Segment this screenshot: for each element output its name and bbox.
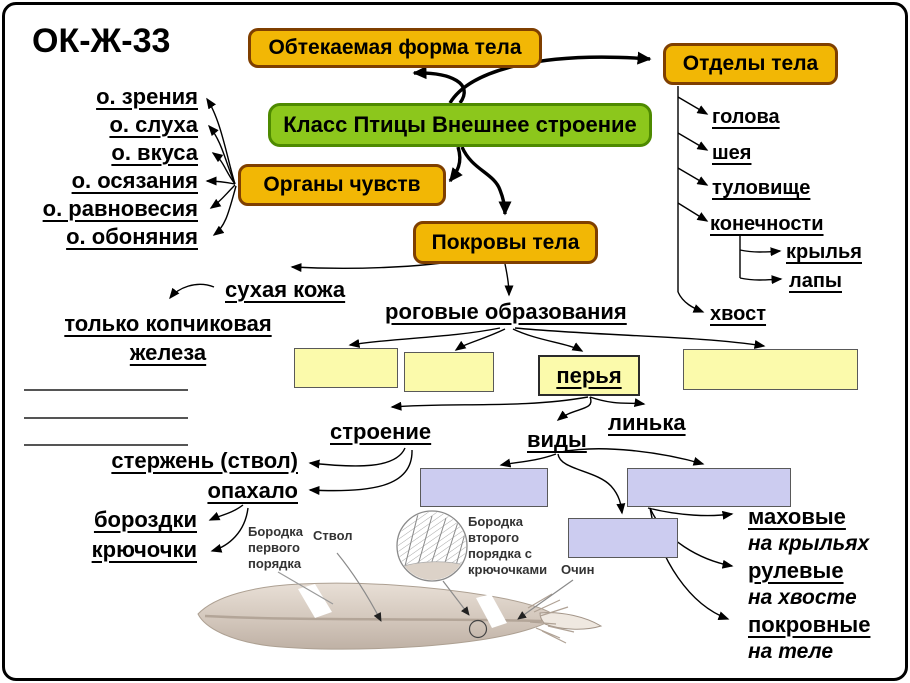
- body-part-torso: туловище: [712, 177, 811, 199]
- sense-organ-smell: о. обоняния: [66, 224, 198, 249]
- barb-inset-circle: [396, 510, 468, 582]
- feather-notch-left: [298, 584, 332, 618]
- blank-line-3: [24, 444, 188, 446]
- first-order-barb-label: Бородка первого порядка: [248, 524, 303, 571]
- page-title: ОК-Ж-33: [32, 22, 171, 60]
- pointer-quill: [517, 579, 574, 620]
- arrow-main-to-coverings: [460, 146, 512, 216]
- grooves-label: бороздки: [93, 507, 197, 532]
- horny-formation-box-1: [294, 348, 398, 388]
- blank-line-1: [24, 389, 188, 391]
- body-part-neck: шея: [712, 142, 752, 164]
- sense-organ-taste: о. вкуса: [111, 140, 198, 165]
- thin-arrows: [169, 86, 783, 620]
- node-body-coverings: Покровы тела: [413, 221, 598, 264]
- feather-tufts: [527, 593, 575, 644]
- dry-skin-label: сухая кожа: [225, 277, 346, 302]
- arrow-main-to-sense-organs: [448, 146, 463, 183]
- kinds-label: виды: [527, 427, 587, 452]
- flight-location-label: на крыльях: [748, 532, 870, 555]
- sense-organ-vision: о. зрения: [96, 84, 198, 109]
- covert-location-label: на теле: [748, 640, 833, 663]
- pointer-shaft: [336, 552, 382, 622]
- sense-organ-hearing: о. слуха: [109, 112, 198, 137]
- horny-formation-box-2: [404, 352, 494, 392]
- feather-detail-circle: [468, 619, 488, 639]
- molting-label: линька: [608, 410, 686, 435]
- feathers-box: перья: [538, 355, 640, 396]
- body-part-tail: хвост: [710, 303, 767, 325]
- sense-organ-touch: о. осязания: [71, 168, 198, 193]
- horny-formations-label: роговые образования: [385, 299, 627, 324]
- coccygeal-gland-label: только копчиковая железа: [64, 311, 272, 365]
- tail-feathers-label: рулевые: [748, 558, 844, 583]
- blank-line-2: [24, 417, 188, 419]
- vane-label: опахало: [207, 478, 298, 503]
- body-part-wings: крылья: [786, 241, 862, 263]
- feather-notch-right: [476, 594, 507, 628]
- hooklets-label: крючочки: [91, 537, 197, 562]
- feather-quill: [539, 612, 603, 630]
- flight-feathers-label: маховые: [748, 504, 846, 529]
- sense-organ-balance: о. равновесия: [42, 196, 198, 221]
- shaft-label: стержень (ствол): [111, 448, 298, 473]
- pointer-first-order-barb: [277, 571, 334, 605]
- structure-label: строение: [330, 419, 432, 444]
- node-streamlined-body: Обтекаемая форма тела: [248, 28, 542, 68]
- arrow-main-to-streamlined: [412, 66, 466, 105]
- covert-feathers-label: покровные: [748, 612, 871, 637]
- node-sense-organs: Органы чувств: [238, 164, 446, 206]
- node-body-sections: Отделы тела: [663, 43, 838, 85]
- feather-kind-box-1: [420, 468, 548, 507]
- feather-shaft-label: Ствол: [313, 528, 353, 543]
- horny-formation-box-3: [683, 349, 858, 390]
- feather-kind-box-2: [627, 468, 791, 507]
- feather-kind-box-3: [568, 518, 678, 558]
- body-part-head: голова: [712, 106, 780, 128]
- body-part-limbs: конечности: [710, 213, 824, 235]
- pointer-inset-to-circle: [442, 580, 470, 616]
- node-main-topic: Класс Птицы Внешнее строение: [268, 103, 652, 147]
- quill-label: Очин: [561, 562, 595, 577]
- feathers-label: перья: [556, 362, 622, 388]
- body-part-feet: лапы: [789, 270, 842, 292]
- feather-illustration: [197, 510, 603, 650]
- second-order-barb-label: Бородка второго порядка с крючочками: [468, 514, 548, 577]
- tail-location-label: на хвосте: [748, 586, 857, 609]
